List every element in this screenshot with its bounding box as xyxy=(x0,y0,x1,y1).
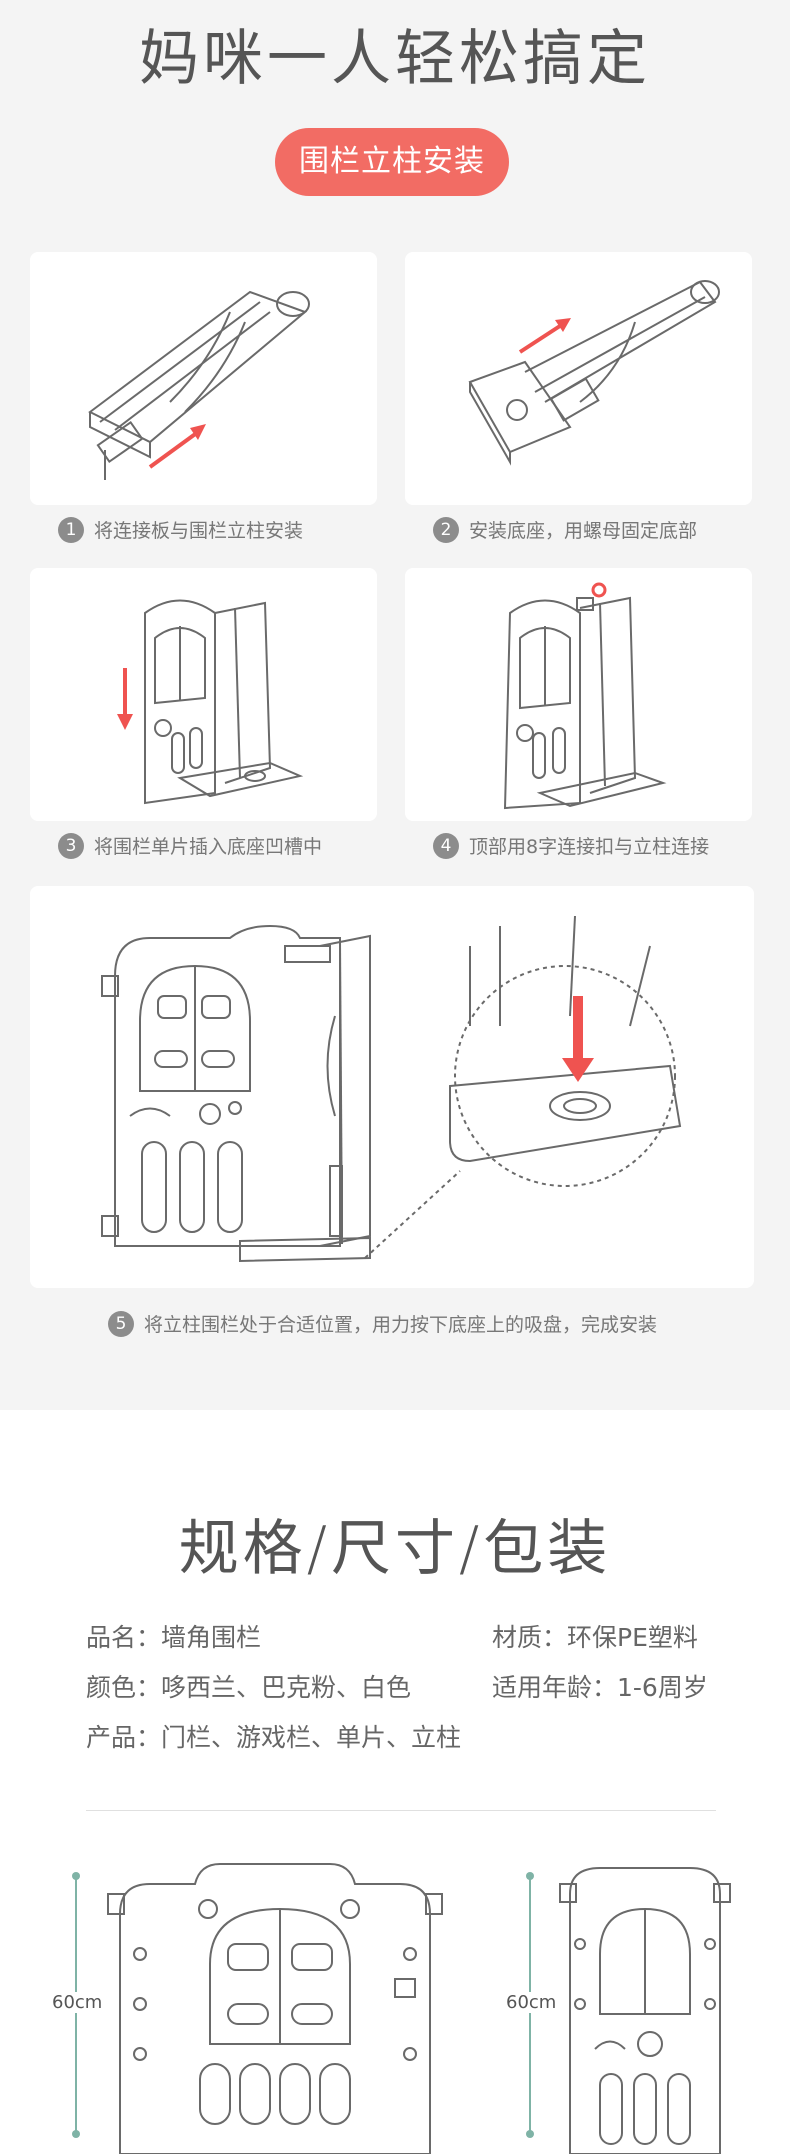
step-3-illustration xyxy=(30,568,377,821)
step-4-text: 顶部用8字连接扣与立柱连接 xyxy=(469,836,710,858)
step-1-illustration xyxy=(30,252,377,505)
step-1-text: 将连接板与围栏立柱安装 xyxy=(94,520,304,542)
step-4-number: 4 xyxy=(433,832,459,859)
step-2-illustration xyxy=(405,252,752,505)
install-badge: 围栏立柱安装 xyxy=(275,128,509,196)
panel-connect-icon xyxy=(503,582,667,810)
step-5-illustration xyxy=(30,886,754,1288)
panel-insert-icon xyxy=(117,599,304,805)
step-2-caption: 2 安装底座，用螺母固定底部 xyxy=(433,516,697,543)
base-mount-icon xyxy=(468,280,720,466)
step-3-number: 3 xyxy=(58,832,84,859)
spec-age: 适用年龄：1-6周岁 xyxy=(492,1673,708,1702)
dimension-left-height: 60cm xyxy=(52,1992,103,2013)
step-1-number: 1 xyxy=(58,516,84,543)
step-4-caption: 4 顶部用8字连接扣与立柱连接 xyxy=(433,832,709,859)
step-3-text: 将围栏单片插入底座凹槽中 xyxy=(94,836,323,858)
step-5-caption: 5 将立柱围栏处于合适位置，用力按下底座上的吸盘，完成安装 xyxy=(108,1310,657,1337)
specs-section xyxy=(0,1410,790,2154)
spec-product-name: 品名：墙角围栏 xyxy=(86,1623,262,1652)
spec-material: 材质：环保PE塑料 xyxy=(492,1623,698,1652)
specs-title: 规格/尺寸/包装 xyxy=(178,1514,612,1584)
dimension-drawing xyxy=(72,1863,731,2154)
step-5-number: 5 xyxy=(108,1310,134,1337)
step-3-caption: 3 将围栏单片插入底座凹槽中 xyxy=(58,832,322,859)
dimension-right-height: 60cm xyxy=(506,1992,557,2013)
install-title: 妈咪一人轻松搞定 xyxy=(139,24,651,94)
step-2-text: 安装底座，用螺母固定底部 xyxy=(469,520,698,542)
step-5-text: 将立柱围栏处于合适位置，用力按下底座上的吸盘，完成安装 xyxy=(144,1314,658,1336)
step-2-number: 2 xyxy=(433,516,459,543)
step-4-illustration xyxy=(405,568,752,821)
spec-color: 颜色：哆西兰、巴克粉、白色 xyxy=(86,1673,412,1702)
spec-products: 产品：门栏、游戏栏、单片、立柱 xyxy=(86,1723,462,1752)
specs-divider xyxy=(86,1810,716,1811)
connector-plate-icon xyxy=(88,290,310,480)
suction-cup-icon xyxy=(101,915,682,1263)
step-1-caption: 1 将连接板与围栏立柱安装 xyxy=(58,516,303,543)
